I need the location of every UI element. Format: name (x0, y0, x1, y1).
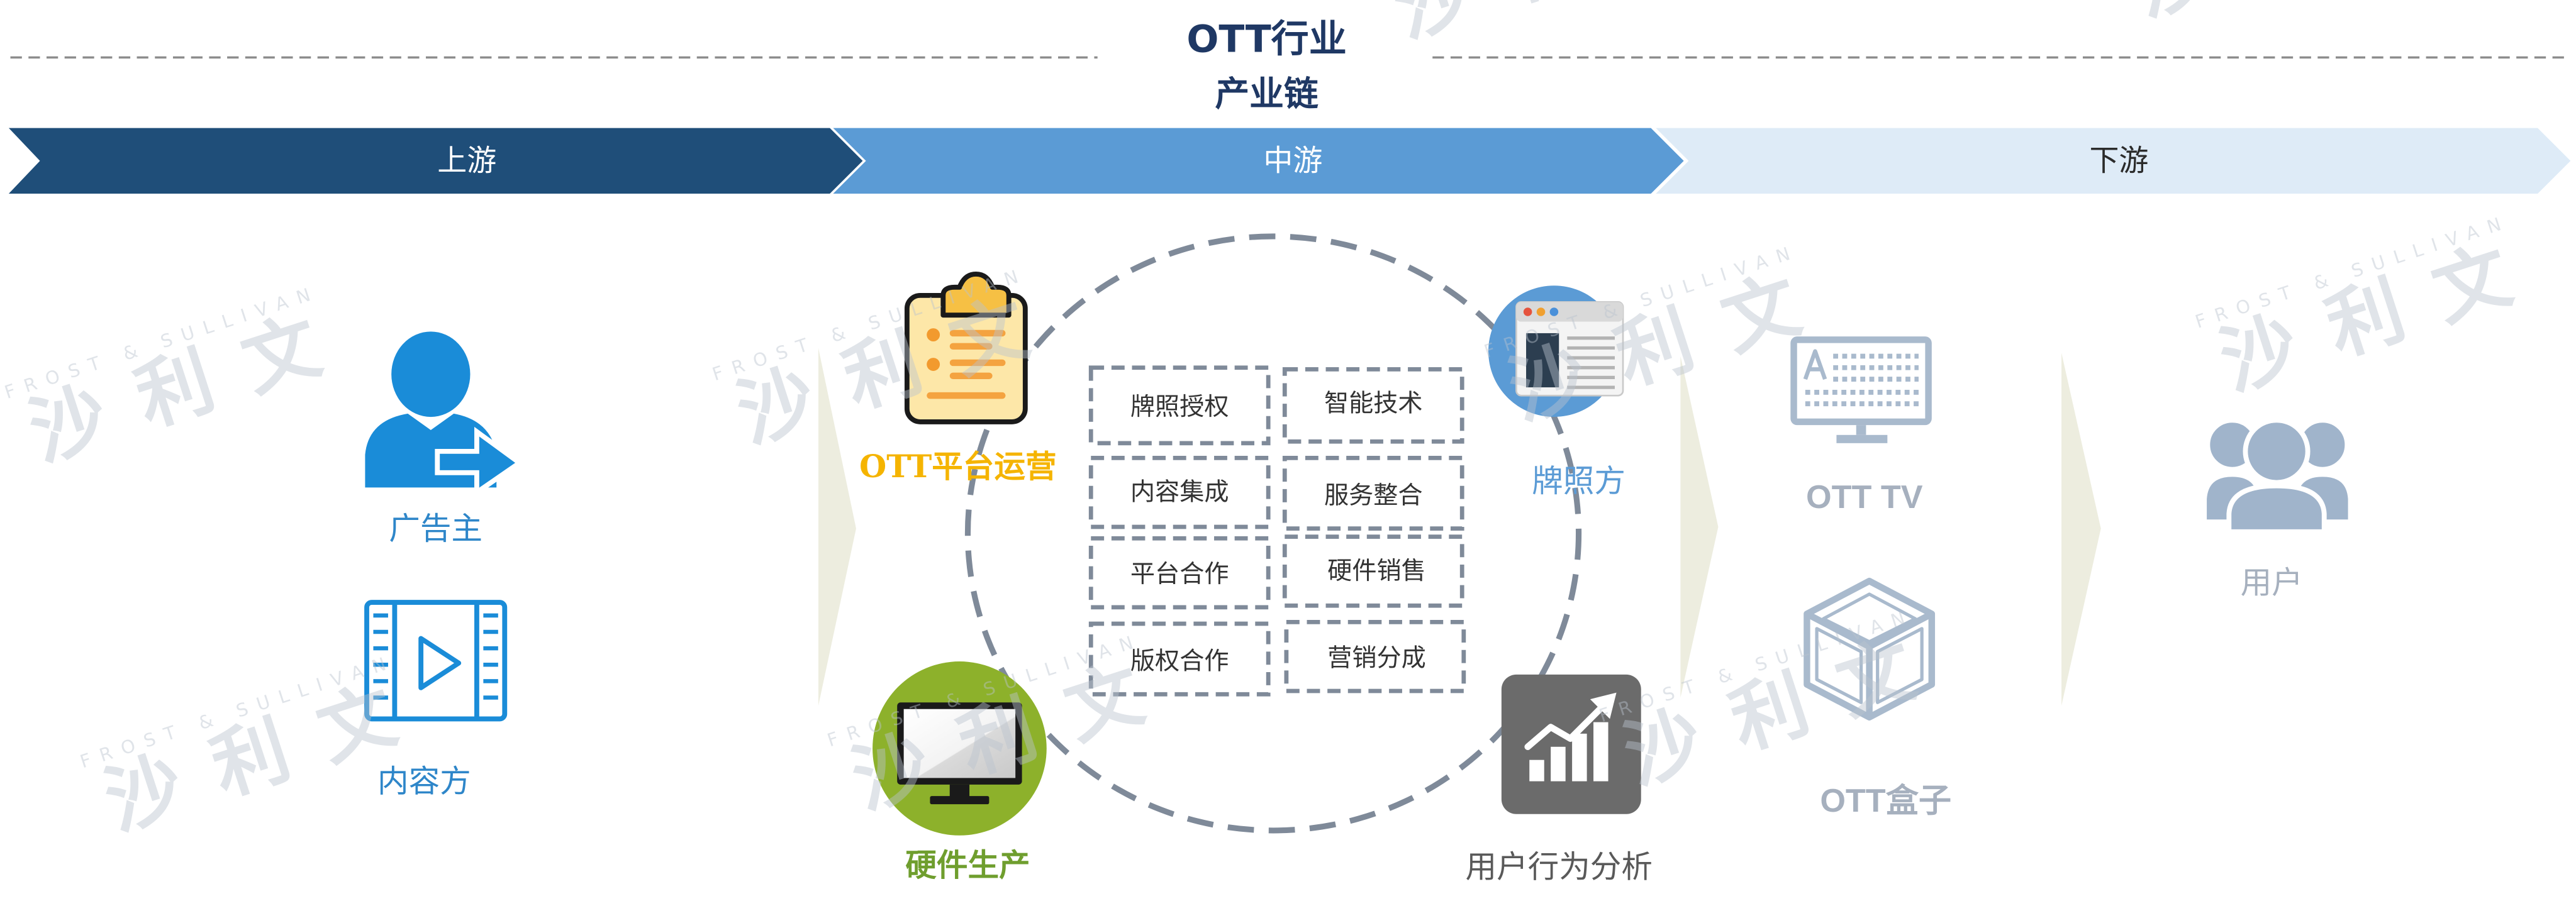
cube-edges (1805, 610, 1934, 717)
clipboard-clip (940, 272, 1012, 318)
tv-screen-dots (1805, 353, 1919, 407)
users-group-icon (2202, 417, 2353, 534)
license-holder-label: 牌照方 (1532, 463, 1625, 499)
section-separators (818, 348, 2101, 706)
service-box (1282, 455, 1464, 531)
service-box (1088, 455, 1271, 529)
person-arrow-icon (365, 331, 524, 497)
header: OTT行业 产业链 (10, 18, 2571, 114)
browser-dot-yellow (1536, 307, 1546, 316)
platform-operator-label: OTT平台运营 (859, 448, 1057, 485)
monitor-icon (873, 661, 1047, 836)
advertiser-label: 广告主 (389, 511, 482, 547)
user-behavior-analysis-label: 用户行为分析 (1465, 848, 1652, 885)
person-head (391, 331, 471, 417)
browser-toolbar (1516, 302, 1624, 322)
analytics-icon-tile (1501, 674, 1641, 814)
service-box (1282, 534, 1464, 608)
clipboard-bullet (927, 358, 940, 371)
tv-screen-letter-glyph (1803, 349, 1827, 380)
analytics-bar (1593, 722, 1609, 782)
ott-box-label: OTT盒子 (1820, 783, 1951, 819)
page-title-line2: 产业链 (1215, 74, 1319, 114)
browser-text-lines (1567, 336, 1615, 389)
tv-base (1836, 434, 1888, 443)
browser-window-icon (1488, 285, 1624, 417)
service-label: 营销分成 (1327, 644, 1426, 672)
separator-chevron-1 (818, 348, 856, 706)
analytics-trend-line (1524, 704, 1605, 751)
bar-chart-trend-icon (1501, 674, 1641, 814)
service-box (1088, 536, 1271, 610)
service-label: 内容集成 (1130, 478, 1229, 507)
cube-inner-top (1821, 592, 1917, 644)
midstream-section: 牌照授权 智能技术 内容集成 服务整合 平台合作 硬件销售 版权合作 营销分成 (859, 233, 1653, 885)
separator-chevron-3 (2061, 353, 2101, 706)
content-provider-label: 内容方 (377, 763, 471, 800)
stage-label-upstream: 上游 (437, 143, 496, 178)
film-play-triangle (418, 636, 462, 690)
analytics-bar (1572, 733, 1587, 782)
service-label: 版权合作 (1130, 648, 1229, 676)
analytics-bar (1529, 760, 1544, 782)
ott-tv-label: OTT TV (1806, 479, 1923, 516)
stage-label-midstream: 中游 (1263, 143, 1322, 178)
service-box (1284, 619, 1466, 693)
browser-sidebar (1526, 333, 1559, 388)
cube-inner-right (1876, 627, 1924, 704)
film-holes (373, 613, 498, 700)
person-arrow (435, 426, 524, 497)
film-play-icon (364, 600, 508, 722)
analytics-trend-arrowhead (1590, 692, 1617, 719)
browser-dot-blue (1549, 307, 1559, 316)
stage-arrow-midstream (833, 128, 1684, 194)
service-label: 硬件销售 (1327, 557, 1426, 585)
user-center-body (2226, 483, 2327, 534)
midstream-dashed-circle (964, 233, 1582, 834)
clipboard-lines (927, 329, 1006, 399)
service-grid: 牌照授权 智能技术 内容集成 服务整合 平台合作 硬件销售 版权合作 营销分成 (1088, 365, 1466, 697)
service-label: 平台合作 (1130, 560, 1229, 588)
downstream-section: OTT TV OTT盒子 用户 (1790, 336, 2353, 819)
service-label: 牌照授权 (1130, 393, 1229, 421)
film-frame (364, 600, 508, 722)
analytics-bar (1551, 746, 1566, 782)
separator-chevron-2 (1680, 356, 1719, 698)
monitor-neck (949, 784, 970, 798)
stage-arrow-upstream (8, 128, 863, 194)
monitor-base (930, 796, 990, 805)
clipboard-bullet (927, 328, 940, 341)
cube-box-icon (1804, 577, 1936, 721)
upstream-section: 广告主 内容方 (364, 331, 524, 800)
hardware-maker-label: 硬件生产 (905, 846, 1030, 883)
tv-icon (1790, 336, 1932, 443)
service-label: 智能技术 (1324, 390, 1423, 418)
service-label: 服务整合 (1324, 482, 1423, 510)
users-label: 用户 (2241, 565, 2303, 601)
stage-arrow-downstream (1656, 128, 2571, 194)
monitor-screen (903, 709, 1016, 778)
user-center-head (2243, 417, 2311, 485)
stage-arrows: 上游 中游 下游 (8, 128, 2571, 194)
stage-label-downstream: 下游 (2089, 143, 2148, 178)
service-box (1088, 365, 1271, 446)
service-box (1282, 367, 1464, 444)
cube-inner-left (1815, 627, 1863, 704)
service-box (1088, 621, 1271, 697)
clipboard-icon (904, 272, 1028, 424)
browser-dot-red (1523, 307, 1532, 316)
page-title: OTT行业 (1186, 18, 1346, 62)
tv-frame (1790, 336, 1932, 426)
